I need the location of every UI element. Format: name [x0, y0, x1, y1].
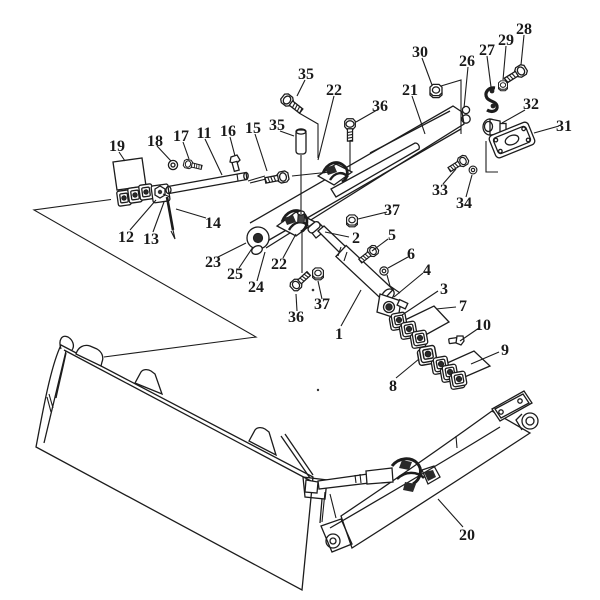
svg-text:8: 8: [389, 378, 397, 395]
svg-text:23: 23: [205, 254, 221, 271]
svg-text:28: 28: [516, 21, 532, 38]
svg-text:5: 5: [388, 227, 396, 244]
svg-text:24: 24: [248, 279, 264, 296]
svg-text:10: 10: [475, 317, 491, 334]
svg-text:21: 21: [402, 82, 418, 99]
svg-text:26: 26: [459, 53, 475, 70]
svg-text:4: 4: [423, 262, 431, 279]
svg-text:19: 19: [109, 138, 125, 155]
svg-text:34: 34: [456, 195, 472, 212]
svg-text:36: 36: [288, 309, 304, 326]
svg-text:3: 3: [440, 281, 448, 298]
svg-text:9: 9: [501, 342, 509, 359]
svg-text:32: 32: [523, 96, 539, 113]
svg-text:37: 37: [314, 296, 330, 313]
svg-text:14: 14: [205, 215, 221, 232]
svg-text:30: 30: [412, 44, 428, 61]
svg-text:29: 29: [498, 32, 514, 49]
svg-text:22: 22: [326, 82, 342, 99]
svg-text:15: 15: [245, 120, 261, 137]
svg-text:27: 27: [479, 42, 495, 59]
svg-text:1: 1: [335, 326, 343, 343]
svg-text:25: 25: [227, 266, 243, 283]
svg-text:6: 6: [407, 246, 415, 263]
svg-text:37: 37: [384, 202, 400, 219]
svg-text:11: 11: [196, 125, 211, 142]
svg-text:16: 16: [220, 123, 236, 140]
svg-text:22: 22: [271, 256, 287, 273]
svg-text:33: 33: [432, 182, 448, 199]
svg-text:35: 35: [269, 117, 285, 134]
svg-text:35: 35: [298, 66, 314, 83]
svg-text:18: 18: [147, 133, 163, 150]
svg-text:2: 2: [352, 230, 360, 247]
svg-text:13: 13: [143, 231, 159, 248]
svg-text:17: 17: [173, 128, 189, 145]
svg-text:36: 36: [372, 98, 388, 115]
svg-text:7: 7: [459, 298, 467, 315]
svg-text:12: 12: [118, 229, 134, 246]
svg-text:20: 20: [459, 527, 475, 544]
svg-text:31: 31: [556, 118, 572, 135]
